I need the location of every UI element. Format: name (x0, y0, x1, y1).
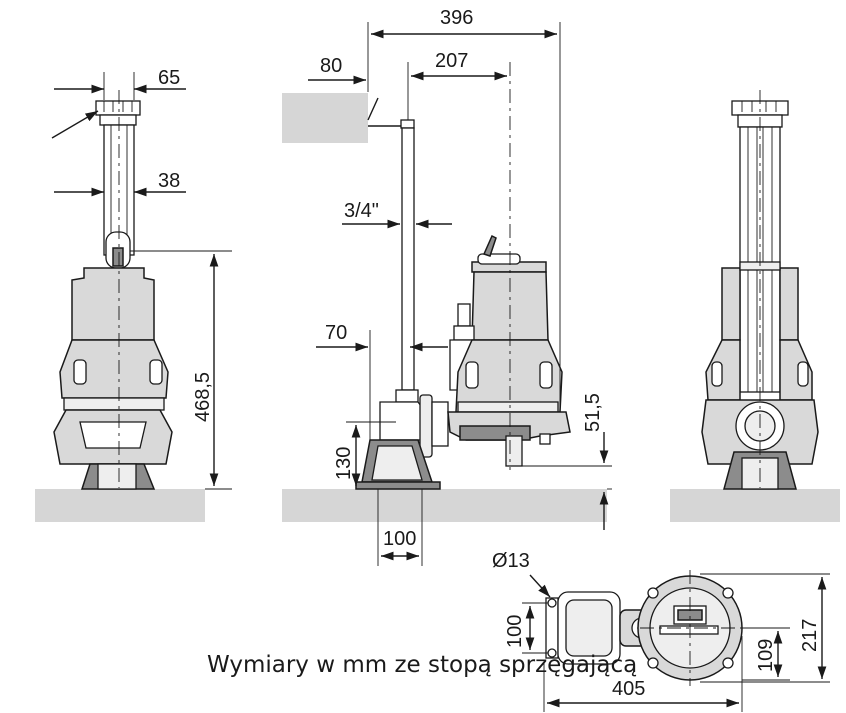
dim-label-109: 109 (755, 639, 777, 672)
dim-label-38: 38 (158, 170, 180, 192)
dimension-65: 65 (54, 67, 186, 100)
dimension-100-base: 100 (377, 489, 423, 566)
dimension-468-5: 468,5 (130, 250, 232, 490)
dimension-38: 38 (54, 170, 186, 200)
dim-label-217: 217 (799, 619, 821, 652)
dimension-109: 109 (740, 627, 790, 681)
dim-label-405: 405 (612, 678, 645, 700)
pump-plan-view (545, 570, 760, 686)
dimension-217: 217 (700, 573, 830, 683)
pump-side-view (355, 62, 571, 490)
floor-back-view (670, 489, 840, 522)
pump-front-view (53, 90, 173, 490)
dim-label-o13: Ø13 (492, 550, 530, 572)
dimension-o13: Ø13 (492, 550, 551, 598)
dim-label-70: 70 (325, 322, 347, 344)
dim-label-65: 65 (158, 67, 180, 89)
dimension-100-flange: 100 (504, 602, 548, 654)
dimension-70: 70 (316, 322, 448, 440)
dim-label-468-5: 468,5 (192, 372, 214, 422)
dim-label-100-base: 100 (383, 528, 416, 550)
pump-back-view (701, 90, 819, 490)
dimension-51-5: 51,5 (520, 393, 612, 530)
floor-side-view (282, 489, 607, 522)
dimension-3-4: 3/4" (342, 200, 452, 229)
dimension-207: 207 (407, 50, 507, 120)
dim-label-80: 80 (320, 55, 342, 77)
dim-label-51-5: 51,5 (582, 393, 604, 432)
dimension-396: 396 (367, 7, 561, 412)
dim-label-130: 130 (333, 447, 355, 480)
dimension-405: 405 (543, 636, 743, 712)
dim-label-100-flange: 100 (504, 615, 526, 648)
wall-block (282, 93, 368, 143)
leader-arrow-front (51, 110, 99, 139)
dim-label-3-4: 3/4" (344, 200, 379, 222)
dimension-80: 80 (308, 55, 366, 85)
floor-front-view (35, 489, 205, 522)
dim-label-396: 396 (440, 7, 473, 29)
dimension-130: 130 (333, 421, 396, 486)
dim-label-207: 207 (435, 50, 468, 72)
caption: Wymiary w mm ze stopą sprzęgającą (207, 652, 637, 678)
